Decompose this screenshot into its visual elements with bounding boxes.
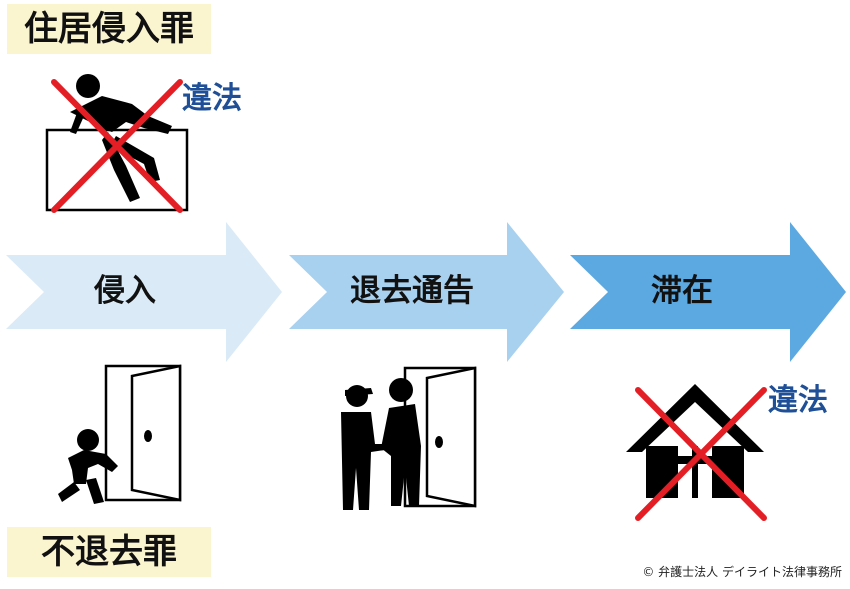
flow-step-label: 侵入 [94, 273, 156, 309]
crime-title-non-leaving: 不退去罪 [7, 527, 211, 577]
two-people-door-icon [341, 366, 477, 510]
illegal-label-right: 違法 [768, 383, 828, 418]
cross-mark-line [51, 79, 183, 213]
copyright-notice: © 弁護士法人 デイライト法律事務所 [642, 565, 842, 579]
cross-mark-line [635, 387, 767, 521]
process-flow [6, 222, 846, 362]
crouching-person-door-icon [58, 364, 182, 504]
intruder-window-icon [45, 74, 189, 213]
flow-arrow-leave-notice [289, 222, 564, 362]
house-icon [626, 384, 767, 521]
crime-title-trespass: 住居侵入罪 [7, 4, 211, 54]
flow-step-label: 退去通告 [350, 273, 474, 309]
flow-arrow-intrusion [6, 222, 282, 362]
flow-step-label: 滞在 [651, 273, 713, 309]
flow-arrow-staying [570, 222, 846, 362]
illegal-label-top: 違法 [182, 81, 242, 116]
